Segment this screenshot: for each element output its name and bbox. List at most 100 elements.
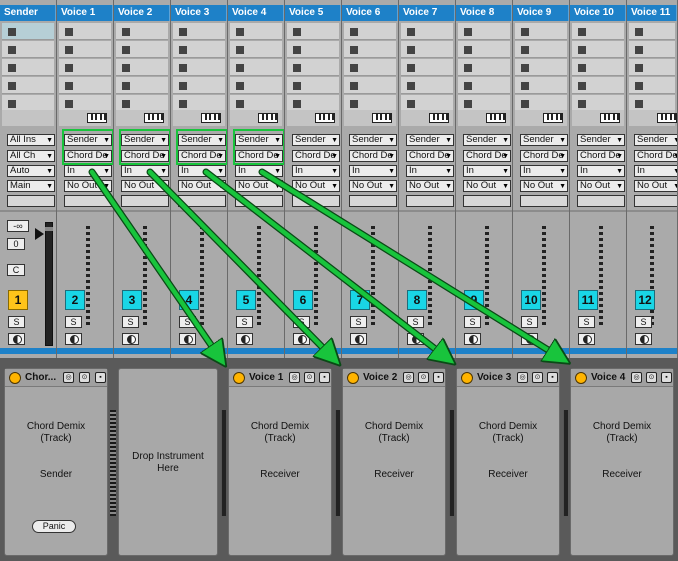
- clip-slot[interactable]: [515, 77, 567, 94]
- stop-icon[interactable]: [122, 28, 130, 36]
- power-icon[interactable]: [9, 372, 21, 384]
- clip-slot[interactable]: [344, 59, 396, 76]
- clip-slot[interactable]: [401, 41, 453, 58]
- output-channel-chooser[interactable]: [7, 195, 55, 207]
- stop-icon[interactable]: [8, 28, 16, 36]
- stop-icon[interactable]: [179, 82, 187, 90]
- output-chooser[interactable]: No Out▼: [64, 180, 112, 192]
- stop-icon[interactable]: [350, 28, 358, 36]
- input-type-chooser[interactable]: Sender▼: [235, 134, 283, 146]
- solo-button[interactable]: S: [350, 316, 367, 328]
- track-header[interactable]: Voice 4: [228, 5, 284, 21]
- stop-icon[interactable]: [578, 28, 586, 36]
- hot-swap-icon[interactable]: ◎: [631, 372, 642, 383]
- input-type-chooser[interactable]: Sender▼: [178, 134, 226, 146]
- clip-slot[interactable]: [59, 59, 111, 76]
- monitor-chooser[interactable]: In▼: [463, 165, 511, 177]
- clip-slot[interactable]: [572, 59, 624, 76]
- device-resize-grip[interactable]: [221, 410, 226, 516]
- input-type-chooser[interactable]: Sender▼: [406, 134, 454, 146]
- solo-button[interactable]: S: [464, 316, 481, 328]
- solo-button[interactable]: S: [521, 316, 538, 328]
- track-header[interactable]: Voice 9: [513, 5, 569, 21]
- device-header[interactable]: Voice 3◎⊙▪: [457, 369, 559, 387]
- stop-icon[interactable]: [293, 82, 301, 90]
- monitor-chooser[interactable]: In▼: [577, 165, 625, 177]
- output-channel-chooser[interactable]: [64, 195, 112, 207]
- stop-icon[interactable]: [521, 28, 529, 36]
- stop-icon[interactable]: [293, 64, 301, 72]
- midi-icon[interactable]: ⊙: [304, 372, 315, 383]
- monitor-chooser[interactable]: In▼: [520, 165, 568, 177]
- stop-icon[interactable]: [236, 82, 244, 90]
- stop-icon[interactable]: [635, 64, 643, 72]
- stop-icon[interactable]: [8, 46, 16, 54]
- clip-slot[interactable]: [116, 41, 168, 58]
- input-channel-chooser[interactable]: All Ch▼: [7, 150, 55, 162]
- stop-icon[interactable]: [236, 46, 244, 54]
- stop-icon[interactable]: [236, 28, 244, 36]
- input-type-chooser[interactable]: Sender▼: [292, 134, 340, 146]
- input-channel-chooser[interactable]: Chord De▼: [406, 150, 454, 162]
- output-channel-chooser[interactable]: [349, 195, 397, 207]
- stop-icon[interactable]: [578, 100, 586, 108]
- input-channel-chooser[interactable]: Chord De▼: [64, 150, 112, 162]
- stop-icon[interactable]: [635, 82, 643, 90]
- clip-slot[interactable]: [230, 59, 282, 76]
- stop-icon[interactable]: [521, 64, 529, 72]
- stop-icon[interactable]: [464, 100, 472, 108]
- midi-icon[interactable]: ⊙: [418, 372, 429, 383]
- output-channel-chooser[interactable]: [178, 195, 226, 207]
- input-channel-chooser[interactable]: Chord De▼: [235, 150, 283, 162]
- stop-icon[interactable]: [179, 28, 187, 36]
- phase-icon[interactable]: [236, 333, 253, 345]
- phase-icon[interactable]: [8, 333, 25, 345]
- input-channel-chooser[interactable]: Chord De▼: [463, 150, 511, 162]
- stop-icon[interactable]: [521, 100, 529, 108]
- save-icon[interactable]: ▪: [661, 372, 672, 383]
- clip-slot[interactable]: [629, 77, 675, 94]
- clip-slot[interactable]: [230, 23, 282, 40]
- input-channel-chooser[interactable]: Chord De▼: [121, 150, 169, 162]
- track-activator[interactable]: 11: [578, 290, 598, 310]
- clip-slot[interactable]: [2, 23, 54, 40]
- output-chooser[interactable]: No Out▼: [463, 180, 511, 192]
- solo-button[interactable]: S: [236, 316, 253, 328]
- stop-icon[interactable]: [122, 46, 130, 54]
- stop-icon[interactable]: [521, 82, 529, 90]
- cue-button[interactable]: C: [7, 264, 25, 276]
- solo-button[interactable]: S: [293, 316, 310, 328]
- output-chooser[interactable]: No Out▼: [235, 180, 283, 192]
- device-resize-grip[interactable]: [335, 410, 340, 516]
- output-chooser[interactable]: No Out▼: [121, 180, 169, 192]
- hot-swap-icon[interactable]: ◎: [403, 372, 414, 383]
- track-header[interactable]: Voice 7: [399, 5, 455, 21]
- track-activator[interactable]: 8: [407, 290, 427, 310]
- output-channel-chooser[interactable]: [577, 195, 625, 207]
- clip-slot[interactable]: [458, 41, 510, 58]
- clip-slot[interactable]: [287, 59, 339, 76]
- stop-icon[interactable]: [521, 46, 529, 54]
- clip-slot[interactable]: [230, 41, 282, 58]
- solo-button[interactable]: S: [65, 316, 82, 328]
- stop-icon[interactable]: [464, 46, 472, 54]
- power-icon[interactable]: [575, 372, 587, 384]
- output-channel-chooser[interactable]: [520, 195, 568, 207]
- output-channel-chooser[interactable]: [406, 195, 454, 207]
- track-activator[interactable]: 7: [350, 290, 370, 310]
- volume-field[interactable]: -∞: [7, 220, 29, 232]
- stop-icon[interactable]: [407, 64, 415, 72]
- device-header[interactable]: Chor... ◎ ⊙ ▪: [5, 369, 107, 387]
- hot-swap-icon[interactable]: ◎: [289, 372, 300, 383]
- track-activator[interactable]: 5: [236, 290, 256, 310]
- stop-icon[interactable]: [8, 82, 16, 90]
- clip-slot[interactable]: [173, 23, 225, 40]
- solo-button[interactable]: S: [578, 316, 595, 328]
- clip-slot[interactable]: [572, 77, 624, 94]
- stop-icon[interactable]: [65, 28, 73, 36]
- stop-icon[interactable]: [407, 28, 415, 36]
- track-header[interactable]: Voice 8: [456, 5, 512, 21]
- clip-slot[interactable]: [2, 41, 54, 58]
- clip-slot[interactable]: [230, 77, 282, 94]
- monitor-chooser[interactable]: In▼: [349, 165, 397, 177]
